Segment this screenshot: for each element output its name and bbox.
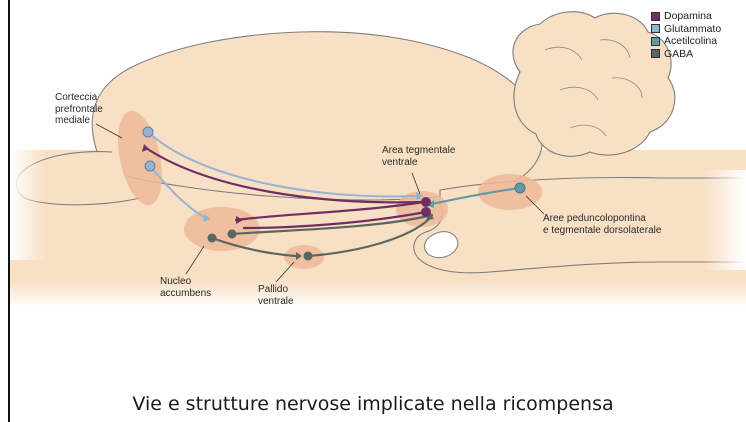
legend: Dopamina Glutammato Acetilcolina GABA (651, 10, 721, 60)
glutamate-neuron-pfc-1 (143, 127, 153, 137)
gaba-neuron-nacc-1 (208, 234, 217, 243)
legend-item-glutammato: Glutammato (651, 23, 721, 36)
dopamine-neuron-vta-1 (421, 197, 431, 207)
label-ppn: Aree peduncolopontina e tegmentale dorso… (543, 213, 661, 236)
legend-label: GABA (664, 48, 693, 60)
label-prefrontal-cortex: Corteccia prefrontale mediale (55, 92, 103, 127)
label-vta: Area tegmentale ventrale (382, 145, 455, 168)
acetylcholine-neuron-ppn (515, 183, 525, 193)
brain-diagram (0, 0, 746, 310)
label-nucleus-accumbens: Nucleo accumbens (160, 276, 211, 299)
dopamina-swatch-icon (651, 12, 660, 21)
slide-caption: Vie e strutture nervose implicate nella … (0, 393, 746, 415)
glutammato-swatch-icon (651, 24, 660, 33)
legend-label: Glutammato (664, 23, 721, 35)
gaba-neuron-nacc-2 (228, 230, 237, 239)
legend-label: Acetilcolina (664, 35, 717, 47)
ppn-region (478, 174, 542, 210)
label-ventral-pallidum: Pallido ventrale (258, 284, 294, 307)
legend-label: Dopamina (664, 10, 712, 22)
dopamine-neuron-vta-2 (421, 207, 431, 217)
legend-item-acetilcolina: Acetilcolina (651, 35, 721, 48)
legend-item-dopamina: Dopamina (651, 10, 721, 23)
gaba-neuron-pallidum (304, 252, 313, 261)
acetilcolina-swatch-icon (651, 37, 660, 46)
glutamate-neuron-pfc-2 (145, 161, 155, 171)
gaba-swatch-icon (651, 49, 660, 58)
legend-item-gaba: GABA (651, 48, 721, 61)
